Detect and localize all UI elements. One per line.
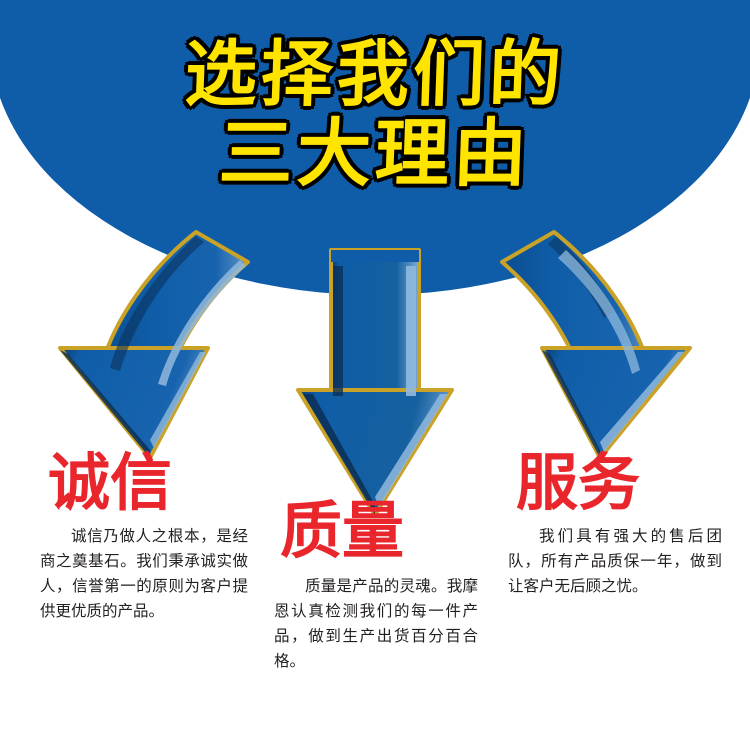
reason-body-integrity: 诚信乃做人之根本，是经商之奠基石。我们秉承诚实做人，信誉第一的原则为客户提供更优… [40, 527, 248, 621]
title-line-1: 选择我们的 [181, 30, 569, 119]
reason-heading-service: 服务 [516, 446, 641, 519]
arrow-right [500, 230, 692, 460]
reason-column-service: 服务 我们具有强大的售后团队，所有产品质保一年，做到让客户无后顾之忧。 [490, 452, 750, 730]
reason-column-integrity: 诚信 诚信乃做人之根本，是经商之奠基石。我们秉承诚实做人，信誉第一的原则为客户提… [0, 452, 262, 730]
reasons-columns: 诚信 诚信乃做人之根本，是经商之奠基石。我们秉承诚实做人，信誉第一的原则为客户提… [0, 452, 750, 730]
reason-body-service: 我们具有强大的售后团队，所有产品质保一年，做到让客户无后顾之忧。 [508, 527, 722, 596]
arrow-left [58, 230, 250, 460]
reason-heading-integrity: 诚信 [48, 446, 173, 519]
reason-body-quality: 质量是产品的灵魂。我摩恩认真检测我们的每一件产品，做到生产出货百分百合格。 [274, 577, 478, 671]
reason-column-quality: 质量 质量是产品的灵魂。我摩恩认真检测我们的每一件产品，做到生产出货百分百合格。 [262, 452, 490, 730]
poster-title: 选择我们的 三大理由 [0, 30, 750, 200]
title-line-2: 三大理由 [215, 109, 535, 200]
reason-heading-quality: 质量 [280, 494, 405, 567]
